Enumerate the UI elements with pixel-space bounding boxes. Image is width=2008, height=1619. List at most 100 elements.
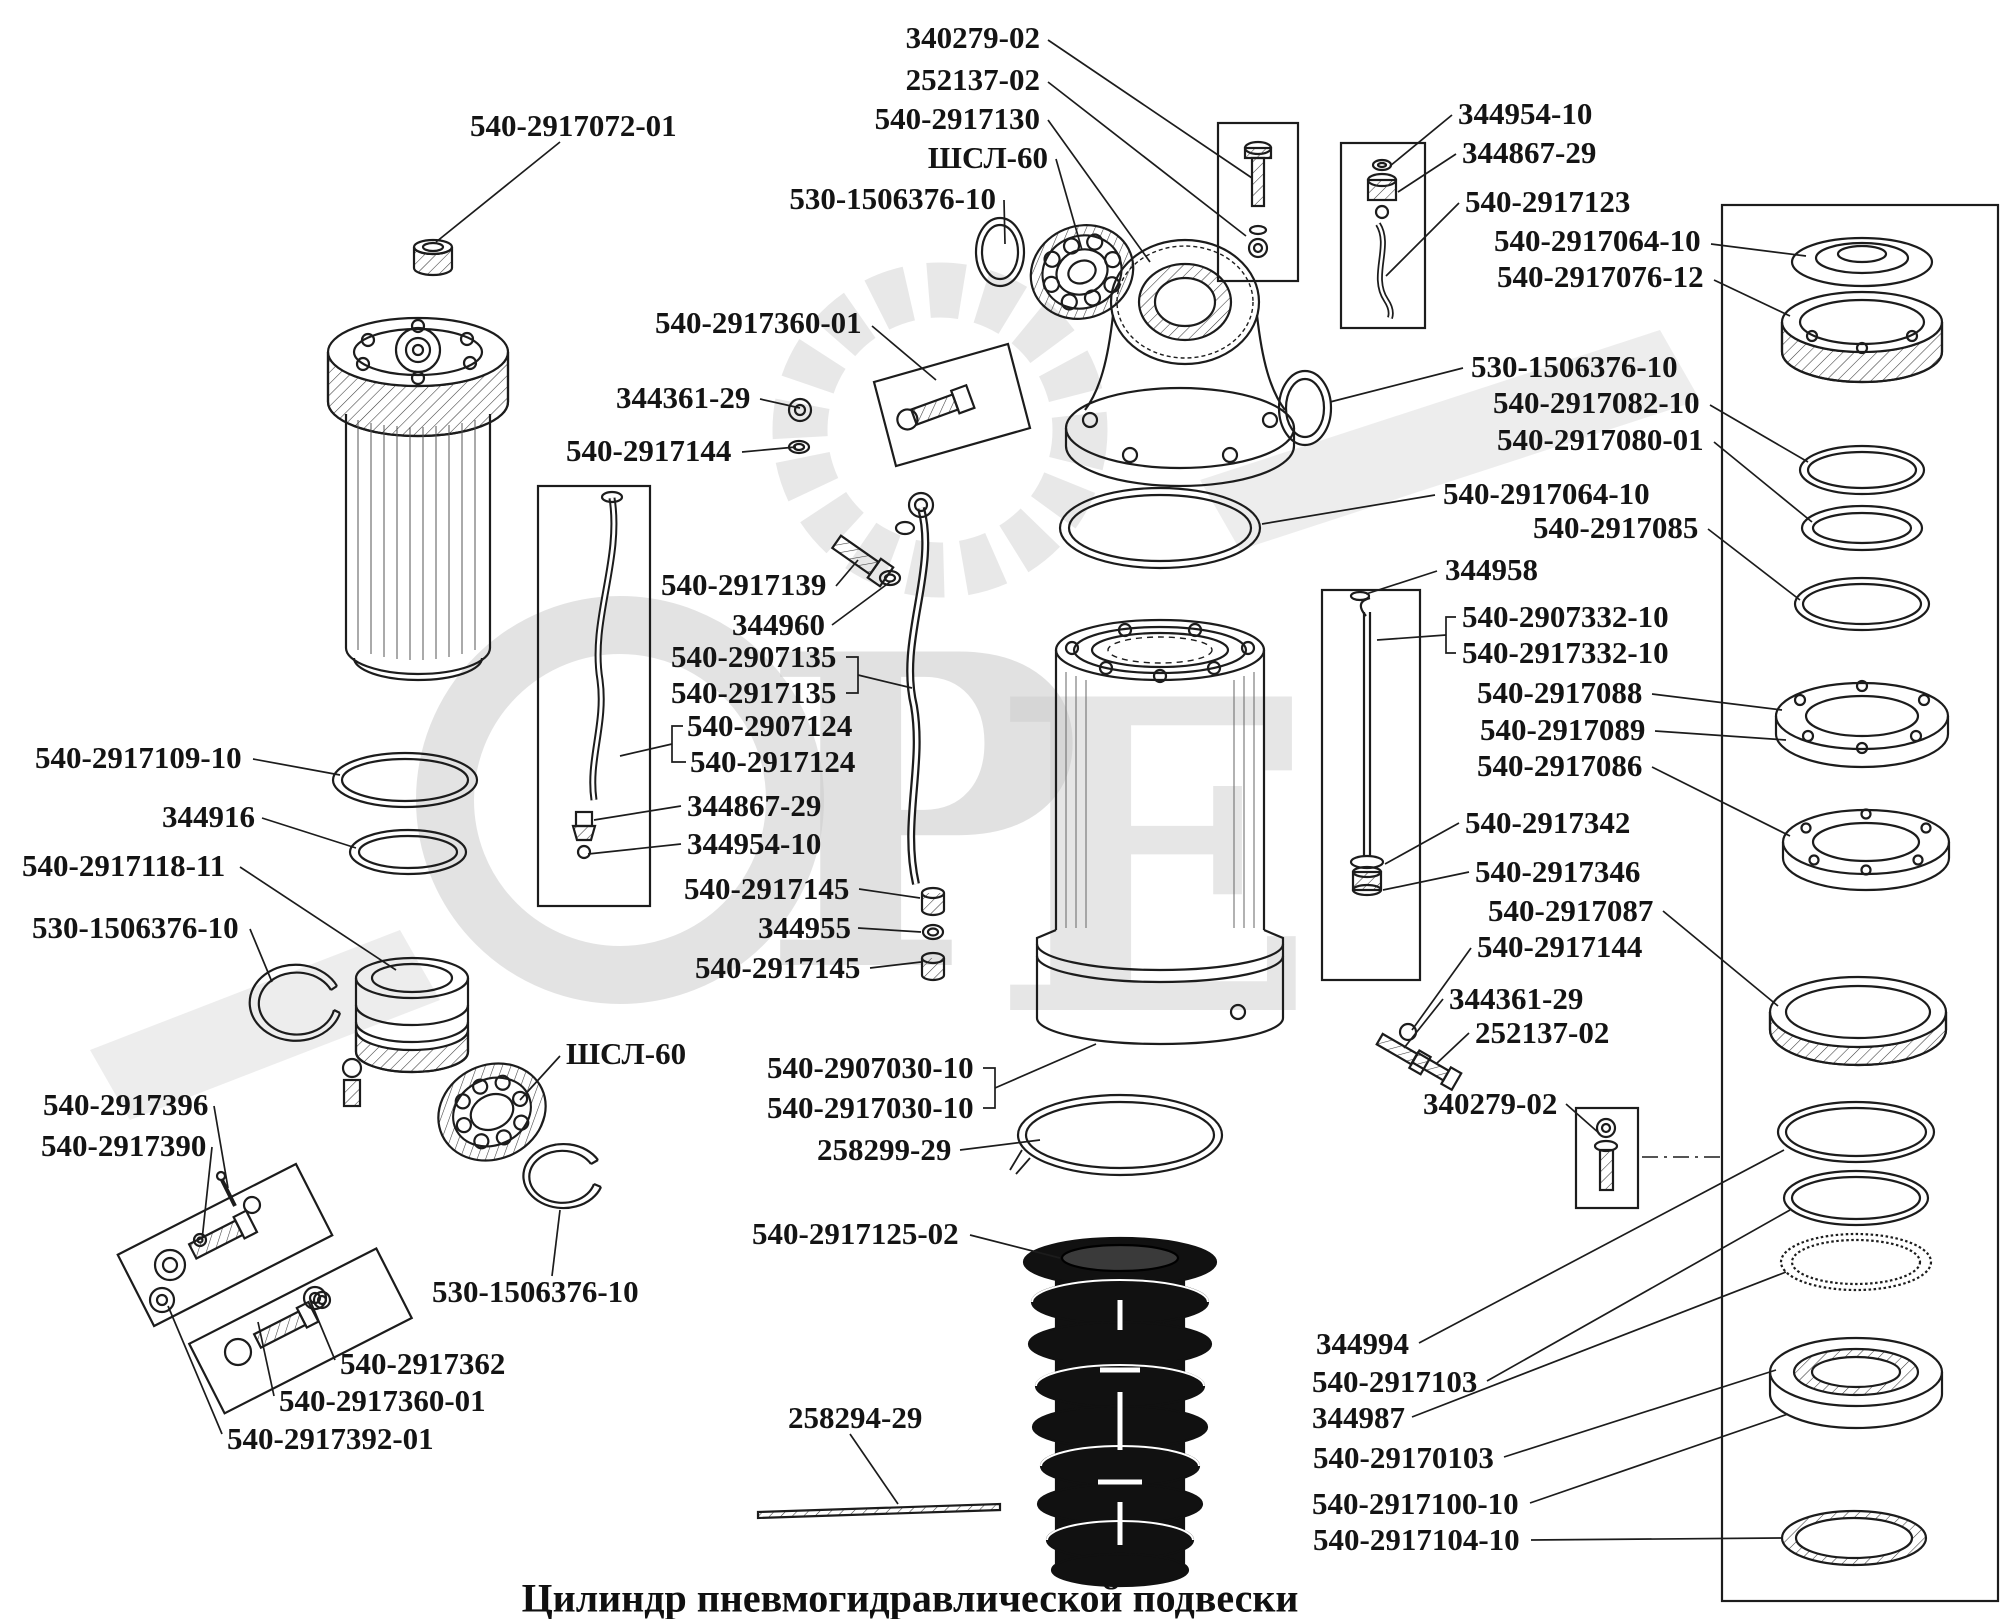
- leader-line: [1385, 202, 1460, 277]
- part-label: 258294-29: [788, 1400, 923, 1435]
- part-label: 530-1506376-10: [789, 181, 996, 216]
- part-label: 540-2917080-01: [1497, 422, 1704, 457]
- leader-line: [1529, 1413, 1789, 1504]
- part-label: 540-2917125-02: [752, 1216, 959, 1251]
- leader-line: [1261, 494, 1436, 525]
- part-label: 340279-02: [905, 20, 1040, 55]
- leader-line: [201, 1146, 213, 1241]
- leader-line: [759, 398, 801, 409]
- leader-line: [239, 866, 397, 971]
- part-label: 344954-10: [1458, 96, 1593, 131]
- leader-line: [1530, 1537, 1783, 1541]
- part-label: 540-2917396: [43, 1087, 209, 1122]
- part-label: 530-1506376-10: [432, 1274, 639, 1309]
- part-banjo-bolt: [830, 520, 916, 588]
- part-accumulator: [326, 316, 510, 682]
- leader-line: [1329, 367, 1464, 403]
- part-right-stack: [1720, 203, 2000, 1603]
- leader-line: [1486, 1209, 1791, 1382]
- leader-line: [857, 927, 922, 933]
- leader-line: [959, 1139, 1041, 1151]
- part-oring-top: [1058, 486, 1262, 570]
- leader-line: [969, 1234, 1061, 1259]
- part-label: 344994: [1316, 1326, 1409, 1361]
- part-label: 344361-29: [616, 380, 751, 415]
- leader-line: [869, 961, 922, 969]
- part-label: 540-2917362: [340, 1346, 506, 1381]
- part-label: 540-2917390: [41, 1128, 207, 1163]
- part-label: 540-2917342: [1465, 805, 1631, 840]
- leader-line: [249, 928, 273, 983]
- leader-line: [167, 1305, 223, 1435]
- part-label: 252137-02: [1475, 1015, 1610, 1050]
- part-bolt-box-top: [1216, 121, 1300, 283]
- leader-line: [835, 559, 859, 587]
- part-label: 540-2917135: [671, 675, 837, 710]
- part-label: 540-2907124: [687, 708, 853, 743]
- part-label: 540-29170103: [1313, 1440, 1494, 1475]
- leader-line: [1651, 766, 1791, 837]
- leader-line: [1713, 441, 1813, 523]
- part-snap-ring-left: [248, 963, 342, 1042]
- leader-line: [261, 817, 357, 849]
- leader-line: [257, 1321, 275, 1397]
- part-label: 540-2917144: [1477, 929, 1643, 964]
- part-label: 252137-02: [905, 62, 1040, 97]
- leader-line: [1418, 1149, 1785, 1344]
- part-label: 540-2917118-11: [22, 848, 226, 883]
- leader-line: [741, 446, 797, 453]
- leader-line: [1662, 910, 1779, 1007]
- part-label: 540-2917123: [1465, 184, 1631, 219]
- leader-line: [994, 1043, 1097, 1089]
- leader-line: [1411, 1271, 1787, 1418]
- part-label: 540-2907332-10: [1462, 599, 1669, 634]
- part-label: 540-2917144: [566, 433, 732, 468]
- leader-line: [1382, 871, 1470, 891]
- part-label: 540-2917124: [690, 744, 856, 779]
- part-label: 540-2917064-10: [1443, 476, 1650, 511]
- part-valve-box-top: [872, 342, 1032, 468]
- part-label: 540-2917086: [1477, 748, 1643, 783]
- leader-line: [1435, 1032, 1470, 1065]
- part-label: ШСЛ-60: [566, 1036, 687, 1071]
- leader-line: [1403, 998, 1444, 1049]
- part-label: 540-2917100-10: [1312, 1486, 1519, 1521]
- part-piston-assembly: [302, 956, 602, 1311]
- part-valve-kits: [116, 1162, 414, 1415]
- part-label: 540-2917109-10: [35, 740, 242, 775]
- leader-line: [1003, 199, 1006, 245]
- leader-line: [551, 1209, 561, 1277]
- leader-line: [593, 805, 682, 821]
- leader-line: [1707, 528, 1801, 601]
- leader-line: [1651, 693, 1783, 711]
- part-cap: [412, 238, 454, 277]
- part-label: 540-2917064-10: [1494, 223, 1701, 258]
- part-label: 344960: [732, 607, 825, 642]
- part-rod: [756, 1502, 1002, 1520]
- part-label: 530-1506376-10: [32, 910, 239, 945]
- part-label: 344958: [1445, 552, 1538, 587]
- part-label: 540-2917103: [1312, 1364, 1478, 1399]
- leader-line: [858, 888, 921, 899]
- part-label: 344987: [1312, 1400, 1405, 1435]
- leader-line: [1365, 570, 1438, 595]
- leader-line: [1503, 1369, 1777, 1458]
- part-label: 344361-29: [1449, 981, 1584, 1016]
- part-label: 530-1506376-10: [1471, 349, 1678, 384]
- leader-line: [1047, 119, 1151, 263]
- part-label: 344954-10: [687, 826, 822, 861]
- part-label: ШСЛ-60: [927, 140, 1048, 175]
- part-small-bolt-ring: [787, 397, 813, 455]
- part-tube: [906, 491, 935, 885]
- part-split-ring: [1009, 1093, 1224, 1177]
- leader-line: [871, 325, 937, 381]
- part-label: 540-2917145: [695, 950, 861, 985]
- part-label: 340279-02: [1423, 1086, 1558, 1121]
- part-label: 540-2917030-10: [767, 1090, 974, 1125]
- leader-line: [831, 581, 891, 626]
- leader-line: [1565, 1103, 1601, 1135]
- part-label: 540-2917085: [1533, 510, 1699, 545]
- part-label: 540-2917139: [661, 567, 827, 602]
